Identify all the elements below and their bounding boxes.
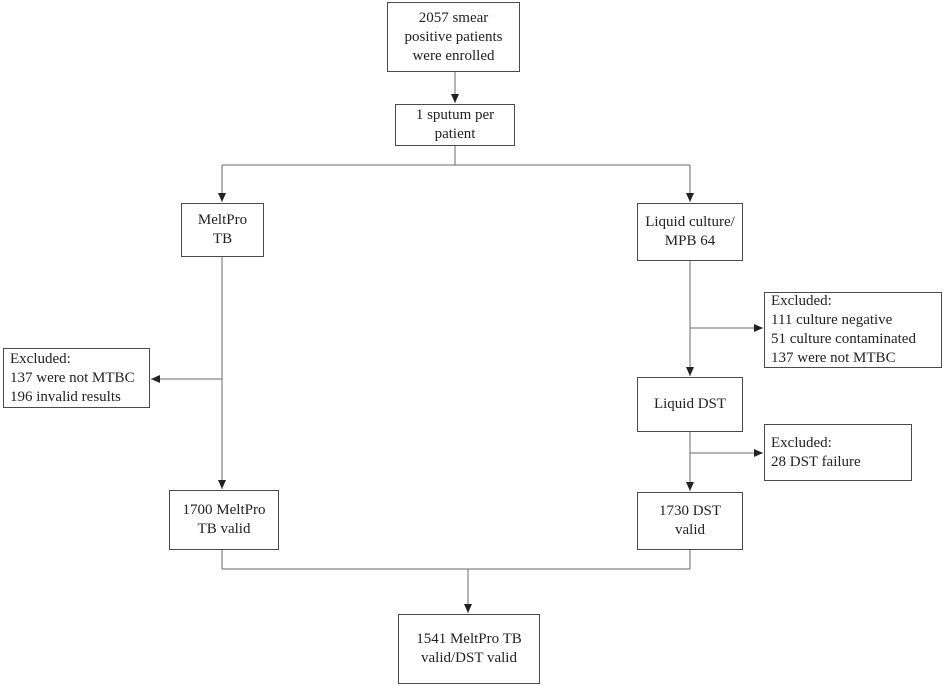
dst-valid-box: 1730 DST valid — [637, 492, 743, 550]
excluded-culture-line-1: Excluded: — [771, 293, 832, 309]
sputum-box: 1 sputum per patient — [395, 104, 515, 146]
final-line-1: 1541 MeltPro TB — [416, 631, 522, 647]
meltpro-valid-line-1: 1700 MeltPro — [182, 502, 266, 518]
excluded-dst-box: Excluded: 28 DST failure — [764, 424, 912, 481]
dst-valid-line-1: 1730 DST — [658, 503, 722, 519]
meltpro-line-1: MeltPro — [197, 212, 248, 228]
excluded-culture-line-4: 137 were not MTBC — [771, 350, 896, 366]
meltpro-valid-box: 1700 MeltPro TB valid — [169, 490, 279, 550]
liquid-dst-box: Liquid DST — [637, 377, 743, 432]
excluded-dst-line-1: Excluded: — [771, 434, 832, 451]
enrolled-line-3: were enrolled — [412, 47, 495, 64]
sputum-line-2: patient — [434, 126, 476, 142]
excluded-culture-box: Excluded: 111 culture negative 51 cultur… — [764, 292, 942, 368]
excluded-left-box: Excluded: 137 were not MTBC 196 invalid … — [3, 348, 150, 408]
sputum-line-1: 1 sputum per — [415, 107, 495, 123]
final-line-2: valid/DST valid — [421, 650, 517, 666]
liquid-culture-box: Liquid culture/ MPB 64 — [637, 203, 743, 261]
enrolled-line-2: positive patients — [404, 28, 503, 45]
meltpro-valid-line-2: TB valid — [197, 521, 251, 537]
meltpro-box: MeltPro TB — [181, 203, 264, 257]
excluded-left-line-1: Excluded: — [10, 350, 71, 367]
excluded-dst-line-2: 28 DST failure — [771, 453, 861, 470]
liquid-culture-line-2: MPB 64 — [664, 233, 716, 249]
final-box: 1541 MeltPro TB valid/DST valid — [398, 614, 540, 684]
meltpro-line-2: TB — [212, 231, 233, 247]
liquid-dst-line-1: Liquid DST — [653, 396, 727, 412]
enrolled-line-1: 2057 smear — [418, 9, 489, 26]
excluded-culture-line-3: 51 culture contaminated — [771, 331, 916, 347]
enrolled-box: 2057 smear positive patients were enroll… — [387, 2, 520, 72]
excluded-left-line-2: 137 were not MTBC — [10, 369, 135, 386]
liquid-culture-line-1: Liquid culture/ — [645, 214, 735, 230]
dst-valid-line-2: valid — [675, 522, 705, 538]
excluded-culture-line-2: 111 culture negative — [771, 312, 893, 328]
excluded-left-line-3: 196 invalid results — [10, 388, 121, 405]
